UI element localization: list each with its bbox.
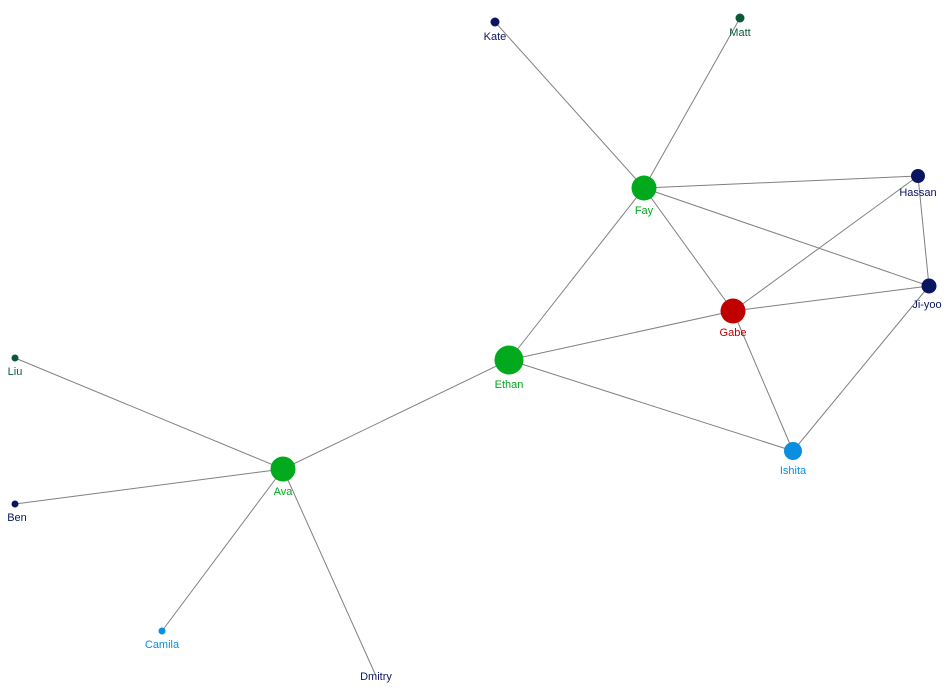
edge-hassan-ji-yoo xyxy=(917,175,930,287)
edge-matt-fay xyxy=(643,17,741,189)
edge-gabe-ethan xyxy=(508,310,734,361)
edge-ji-yoo-ishita xyxy=(792,285,930,452)
node-ava[interactable] xyxy=(270,456,296,482)
node-kate[interactable] xyxy=(490,17,500,27)
edge-gabe-ji-yoo xyxy=(732,285,930,312)
edge-fay-hassan xyxy=(643,175,919,189)
edge-liu-ava xyxy=(14,357,284,470)
node-gabe[interactable] xyxy=(720,298,746,324)
node-matt[interactable] xyxy=(735,13,745,23)
node-ishita[interactable] xyxy=(784,442,802,460)
node-label-kate: Kate xyxy=(484,31,507,43)
node-label-hassan: Hassan xyxy=(899,187,936,199)
edge-dmitry-ava xyxy=(282,468,377,677)
node-fay[interactable] xyxy=(631,175,657,201)
node-label-camila: Camila xyxy=(145,639,180,651)
node-label-gabe: Gabe xyxy=(720,327,747,339)
edge-hassan-gabe xyxy=(732,175,919,312)
node-ji-yoo[interactable] xyxy=(921,278,937,294)
node-label-ava: Ava xyxy=(274,486,294,498)
edges-layer xyxy=(14,17,930,677)
edge-gabe-ishita xyxy=(732,310,794,452)
edge-kate-fay xyxy=(494,21,645,189)
node-label-fay: Fay xyxy=(635,205,654,217)
edge-ben-ava xyxy=(14,468,284,505)
node-hassan[interactable] xyxy=(911,169,925,183)
edge-fay-gabe xyxy=(643,187,734,312)
node-label-dmitry: Dmitry xyxy=(360,671,392,683)
node-camila[interactable] xyxy=(158,627,166,635)
node-liu[interactable] xyxy=(11,354,19,362)
edge-fay-ethan xyxy=(508,187,645,361)
node-label-ethan: Ethan xyxy=(495,379,524,391)
edge-camila-ava xyxy=(161,468,284,632)
edge-fay-ji-yoo xyxy=(643,187,930,287)
node-label-ben: Ben xyxy=(7,512,27,524)
node-ben[interactable] xyxy=(11,500,19,508)
edge-ethan-ava xyxy=(282,359,510,470)
nodes-layer xyxy=(11,13,937,635)
node-ethan[interactable] xyxy=(494,345,524,375)
node-label-ji-yoo: Ji-yoo xyxy=(912,299,941,311)
node-label-liu: Liu xyxy=(8,366,23,378)
node-label-ishita: Ishita xyxy=(780,465,807,477)
node-label-matt: Matt xyxy=(729,27,750,39)
edge-ethan-ishita xyxy=(508,359,794,452)
